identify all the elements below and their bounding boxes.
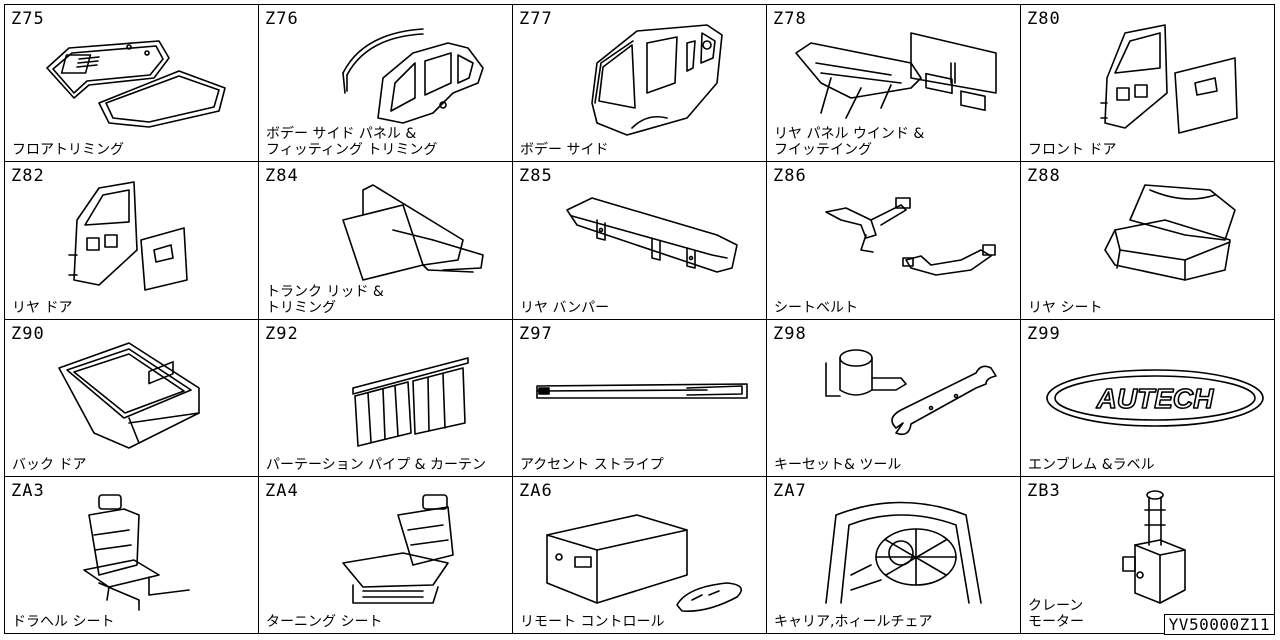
section-code: ZA6 [519,480,553,501]
section-code: Z99 [1027,323,1061,344]
section-label: パーテーション パイプ & カーテン [266,456,486,473]
emblem-text: AUTECH [1096,383,1214,414]
section-code: Z75 [11,9,45,29]
section-label: ボデー サイド [520,142,609,159]
section-label: トランク リッド & トリミング [266,283,384,316]
section-label: ボデー サイド パネル & フィッティング トリミング [266,126,438,159]
rear-door-icon [29,180,239,292]
section-code: ZA7 [773,480,807,501]
section-label: バック ドア [12,456,87,473]
section-label: フロント ドア [1028,142,1117,159]
cell-zb3[interactable]: ZB3 クレーン モーター [1021,476,1275,634]
section-code: Z92 [265,323,299,344]
section-code: Z76 [265,9,299,29]
section-code: Z80 [1027,9,1061,29]
turning-seat-icon [283,493,493,604]
cell-z98[interactable]: Z98 キーセット& ツール [767,319,1021,477]
section-label: リヤ ドア [12,299,73,316]
emblem-icon: AUTECH [1045,338,1264,446]
rear-panel-window-icon [791,23,1001,131]
drawing-number: YV50000Z11 [1163,614,1275,635]
cell-z85[interactable]: Z85 リヤ バンパー [513,162,767,320]
back-door-icon [29,338,239,449]
cell-z92[interactable]: Z92 パーテーション パイプ & カーテン [259,319,513,477]
section-code: Z85 [519,166,553,187]
section-code: Z82 [11,166,45,187]
section-code: Z84 [265,166,299,187]
body-side-panel-icon [283,23,493,131]
section-code: Z88 [1027,166,1061,187]
cell-z80[interactable]: Z80 フロント ドア [1021,5,1275,163]
rear-seat-icon [1045,180,1255,288]
cell-z82[interactable]: Z82 リヤ ドア [5,162,259,320]
section-code: Z98 [773,323,807,344]
section-code: ZA4 [265,480,299,501]
rear-bumper-icon [537,180,747,288]
crane-motor-icon [1045,489,1255,604]
section-label: シートベルト [774,299,858,316]
partition-curtain-icon [283,338,493,447]
section-label: キャリア,ホィールチェア [774,614,933,630]
section-label: クレーン モーター [1028,598,1084,630]
cell-z77[interactable]: Z77 ボデー サイド [513,5,767,163]
section-label: リモート コントロール [520,614,665,630]
accent-stripe-icon [536,338,748,446]
trunk-lid-icon [283,180,493,288]
cell-z76[interactable]: Z76 ボデー サイド パネル & フィッティング トリミング [259,5,513,163]
cell-z86[interactable]: Z86 シートベルト [767,162,1021,320]
parts-index-grid: Z75 フロアトリミング Z76 [4,4,1275,634]
wheelchair-carrier-icon [791,495,1001,604]
cell-z99[interactable]: Z99 AUTECH エンブレム &ラベル [1021,319,1275,477]
section-label: アクセント ストライプ [520,456,664,473]
section-label: リヤ バンパー [520,299,610,316]
cell-za4[interactable]: ZA4 ターニング シート [259,476,513,634]
section-label: ドラヘル シート [12,614,115,630]
section-label: リヤ シート [1028,299,1103,316]
floor-mat-icon [29,23,239,131]
cell-z88[interactable]: Z88 リヤ シート [1021,162,1275,320]
body-side-icon [537,23,747,136]
section-label: エンブレム &ラベル [1028,456,1155,473]
section-code: ZA3 [11,480,45,501]
cell-z75[interactable]: Z75 フロアトリミング [5,5,259,163]
section-label: キーセット& ツール [774,456,902,473]
section-code: Z78 [773,9,807,29]
front-door-icon [1045,23,1255,134]
cell-z97[interactable]: Z97 アクセント ストライプ [513,319,767,477]
section-code: Z90 [11,323,45,344]
cell-z84[interactable]: Z84 トランク リッド & トリミング [259,162,513,320]
section-code: ZB3 [1027,480,1061,501]
remote-control-icon [537,495,747,612]
cell-za7[interactable]: ZA7 キャリア,ホィールチェア [767,476,1021,634]
section-code: Z77 [519,9,553,29]
cell-za3[interactable]: ZA3 ドラヘル シート [5,476,259,634]
cell-z78[interactable]: Z78 リヤ パネル ウインド & フイッテイング [767,5,1021,163]
section-label: ターニング シート [266,614,383,630]
section-code: Z86 [773,166,807,187]
section-label: フロアトリミング [12,142,124,159]
section-code: Z97 [519,323,553,344]
driver-seat-icon [29,493,239,611]
section-label: リヤ パネル ウインド & フイッテイング [774,126,925,159]
cell-za6[interactable]: ZA6 リモート コントロール [513,476,767,634]
key-tool-icon [791,338,1001,446]
seat-belt-icon [791,180,1001,288]
cell-z90[interactable]: Z90 バック ドア [5,319,259,477]
